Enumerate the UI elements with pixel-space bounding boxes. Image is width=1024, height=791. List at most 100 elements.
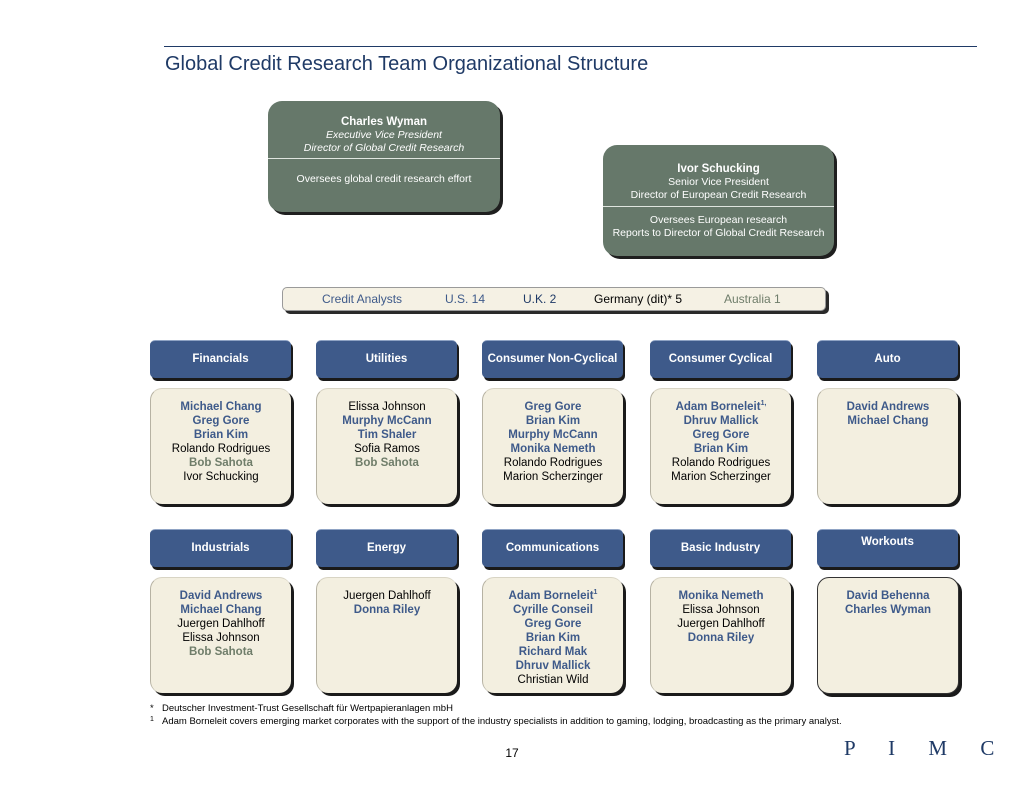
sector-header: Industrials (150, 529, 291, 567)
analyst-name: Greg Gore (151, 414, 291, 428)
analyst-name: Monika Nemeth (483, 442, 623, 456)
analyst-name: Michael Chang (818, 414, 958, 428)
sector-header-label: Basic Industry (680, 542, 761, 554)
analyst-name-text: Michael Chang (180, 604, 262, 616)
analyst-name-text: Marion Scherzinger (503, 471, 603, 483)
analyst-name-text: Rolando Rodrigues (503, 457, 603, 469)
analyst-name: Brian Kim (483, 414, 623, 428)
analyst-name: Juergen Dahlhoff (651, 617, 791, 631)
exec-secondary-role-title: Director of European Credit Research (630, 189, 807, 201)
analyst-name-text: Juergen Dahlhoff (177, 618, 265, 630)
exec-secondary-title: Senior Vice President (668, 176, 769, 188)
exec-primary-divider (268, 158, 500, 159)
analyst-name-text: Charles Wyman (844, 604, 932, 616)
analyst-name: Cyrille Conseil (483, 603, 623, 617)
analyst-name: Bob Sahota (151, 456, 291, 470)
sector-header: Consumer Non-Cyclical (482, 340, 623, 378)
analyst-name: Greg Gore (483, 617, 623, 631)
analyst-name-text: Donna Riley (687, 632, 755, 644)
analyst-name: Donna Riley (651, 631, 791, 645)
analyst-name-text: Adam Borneleit (508, 590, 594, 602)
footnote-mark: * (150, 703, 154, 714)
analyst-name: Michael Chang (151, 400, 291, 414)
exec-box-secondary: Ivor Schucking Senior Vice President Dir… (603, 145, 834, 256)
analyst-name-text: Greg Gore (524, 618, 582, 630)
analyst-name-text: Bob Sahota (355, 457, 419, 469)
exec-box-primary: Charles Wyman Executive Vice President D… (268, 101, 500, 212)
analyst-name: Elissa Johnson (151, 631, 291, 645)
sector-header: Financials (150, 340, 291, 378)
analyst-name-text: Bob Sahota (189, 457, 253, 469)
analyst-name-text: Christian Wild (517, 674, 589, 686)
analyst-name: Murphy McCann (317, 414, 457, 428)
sector-header-label: Utilities (365, 353, 408, 365)
analysts-us: U.S. 14 (445, 292, 486, 306)
analyst-name-text: Monika Nemeth (678, 590, 764, 602)
analyst-name: Juergen Dahlhoff (151, 617, 291, 631)
analysts-uk: U.K. 2 (523, 292, 557, 306)
analyst-name: Murphy McCann (483, 428, 623, 442)
sector-header: Energy (316, 529, 457, 567)
analyst-name-text: Rolando Rodrigues (171, 443, 271, 455)
exec-primary-role-title: Director of Global Credit Research (303, 142, 465, 154)
analysts-germany: Germany (dit)* 5 (594, 292, 683, 306)
analysts-australia: Australia 1 (724, 292, 781, 306)
page-number: 17 (505, 746, 519, 760)
analyst-name-text: Elissa Johnson (348, 401, 426, 413)
analyst-name: Richard Mak (483, 645, 623, 659)
analyst-name-text: Michael Chang (180, 401, 262, 413)
analyst-name: Adam Borneleit1, (651, 400, 791, 414)
page-title: Global Credit Research Team Organization… (165, 53, 649, 75)
analyst-name-text: Marion Scherzinger (671, 471, 771, 483)
analyst-name: Brian Kim (651, 442, 791, 456)
analyst-name-text: Brian Kim (525, 415, 581, 427)
analyst-name-text: Donna Riley (353, 604, 421, 616)
sector-header: Consumer Cyclical (650, 340, 791, 378)
analyst-name-text: Adam Borneleit (675, 401, 761, 413)
analyst-name-text: Greg Gore (692, 429, 750, 441)
analyst-name-text: Sofia Ramos (354, 443, 420, 455)
analyst-name-text: Brian Kim (525, 632, 581, 644)
credit-analysts-bar: Credit Analysts U.S. 14 U.K. 2 Germany (… (282, 287, 826, 311)
analyst-name-text: Brian Kim (693, 443, 749, 455)
exec-primary-role: Oversees global credit research effort (296, 173, 472, 185)
analyst-name: David Behenna (818, 589, 958, 603)
analyst-name: Juergen Dahlhoff (317, 589, 457, 603)
analyst-name-text: Richard Mak (518, 646, 588, 658)
analyst-name: Brian Kim (483, 631, 623, 645)
analyst-name-text: Dhruv Mallick (683, 415, 759, 427)
analyst-name-text: Dhruv Mallick (515, 660, 591, 672)
analyst-name-text: Murphy McCann (508, 429, 598, 441)
analyst-name: Adam Borneleit1 (483, 589, 623, 603)
analyst-name-text: David Andrews (846, 401, 930, 413)
exec-secondary-role1: Oversees European research (649, 214, 788, 226)
analyst-name-text: David Andrews (179, 590, 263, 602)
analyst-name-text: Cyrille Conseil (513, 604, 593, 616)
sector-header-label: Auto (874, 353, 901, 365)
analyst-name: David Andrews (818, 400, 958, 414)
analyst-name: David Andrews (151, 589, 291, 603)
analyst-name: Monika Nemeth (651, 589, 791, 603)
sector-header-label: Energy (367, 542, 406, 554)
analyst-name-text: David Behenna (846, 590, 930, 602)
analyst-name: Dhruv Mallick (483, 659, 623, 673)
analyst-name: Ivor Schucking (151, 470, 291, 484)
exec-primary-title: Executive Vice President (326, 129, 442, 141)
analyst-name-text: Tim Shaler (357, 429, 417, 441)
footnote-ref: 1 (593, 589, 598, 597)
sector-header-label: Industrials (191, 542, 250, 554)
analyst-name-text: Juergen Dahlhoff (677, 618, 765, 630)
analyst-name: Bob Sahota (151, 645, 291, 659)
sector-header: Auto (817, 340, 958, 378)
analyst-name: Elissa Johnson (651, 603, 791, 617)
exec-secondary-role2: Reports to Director of Global Credit Res… (612, 227, 825, 239)
sector-header: Basic Industry (650, 529, 791, 567)
sector-header-label: Communications (505, 542, 600, 554)
analyst-name: Greg Gore (483, 400, 623, 414)
